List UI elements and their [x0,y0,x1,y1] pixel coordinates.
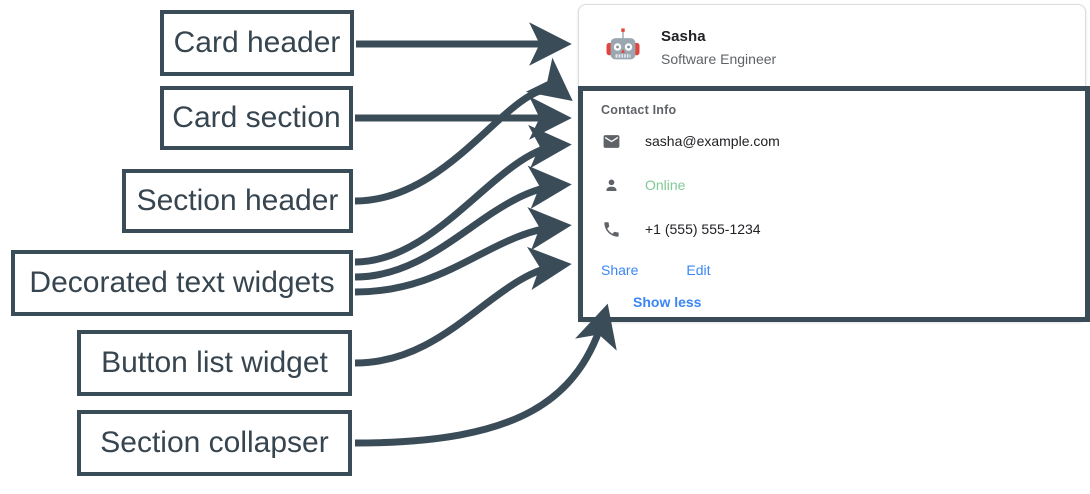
card-section: Contact Info sasha@example.com [579,89,1085,317]
card-title: Sasha [661,27,706,45]
callout-button-list-widget: Button list widget [77,330,352,396]
arrow-button-list [354,246,572,367]
callout-card-section: Card section [160,86,353,150]
decorated-text-widget-status: Online [601,165,1085,205]
person-icon [601,175,621,195]
arrow-decorated-status [354,165,572,281]
contact-card: Sasha Software Engineer Contact Info sas… [578,4,1086,322]
callout-decorated-text-widgets: Decorated text widgets [11,250,353,316]
section-header: Contact Info [601,103,677,117]
share-button[interactable]: Share [601,262,639,278]
arrow-decorated-phone [354,207,572,296]
card-header: Sasha Software Engineer [579,5,1085,89]
button-list-widget: Share Edit [601,253,1085,287]
section-collapser-row: Show less [601,287,1085,317]
decorated-text-widget-phone: +1 (555) 555-1234 [601,209,1085,249]
arrow-section-header [354,57,573,205]
status-badge: Online [645,177,686,193]
phone-icon [601,219,621,239]
decorated-text-value: +1 (555) 555-1234 [645,221,761,237]
decorated-text-widget-email: sasha@example.com [601,121,1085,161]
callout-card-header: Card header [160,10,354,76]
arrow-decorated-email [354,124,572,266]
email-icon [601,131,621,151]
section-collapser-button[interactable]: Show less [633,294,702,310]
card-subtitle: Software Engineer [661,50,777,67]
callout-section-collapser: Section collapser [77,410,352,476]
robot-avatar-icon [601,25,645,69]
edit-button[interactable]: Edit [686,262,711,278]
arrow-section-collapser [354,303,617,447]
decorated-text-value: sasha@example.com [645,133,780,149]
card-header-text: Sasha Software Engineer [661,28,776,67]
callout-section-header: Section header [122,169,353,233]
